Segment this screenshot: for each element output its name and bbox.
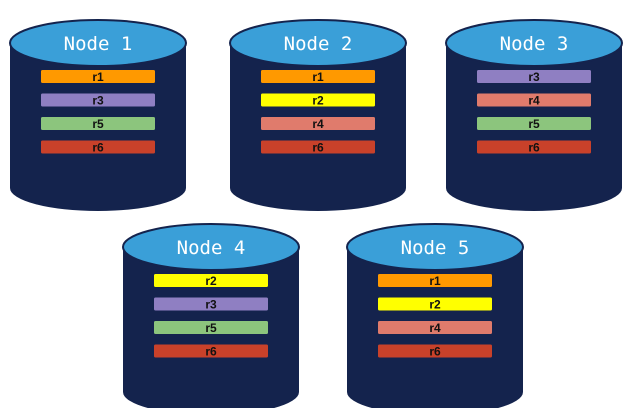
replica-bar-r5 — [477, 117, 591, 130]
replica-label: r1 — [312, 70, 324, 84]
replica-bar-r1 — [41, 70, 155, 83]
replica-bar-r2 — [261, 93, 375, 107]
replica-bar-r6 — [378, 344, 492, 358]
node-title: Node 4 — [177, 237, 246, 259]
replica-bar-r3 — [154, 297, 268, 311]
replica-label: r5 — [205, 321, 217, 335]
replica-bar-r6 — [477, 140, 591, 154]
replica-label: r4 — [528, 94, 540, 108]
replica-label: r6 — [312, 141, 324, 155]
replica-bar-r5 — [41, 117, 155, 130]
node-4-cylinder: Node 4 r2 r3 r5 r6 — [122, 223, 300, 408]
replica-bar-r1 — [261, 70, 375, 83]
cylinder-top — [122, 223, 300, 271]
replica-label: r5 — [528, 117, 540, 131]
replica-bar-r6 — [261, 140, 375, 154]
replica-label: r6 — [429, 345, 441, 359]
replica-bar-r1 — [378, 274, 492, 287]
node-2-cylinder: Node 2 r1 r2 r4 r6 — [229, 19, 407, 211]
replica-label: r4 — [429, 321, 441, 335]
replica-bar-r6 — [41, 140, 155, 154]
replica-label: r1 — [429, 274, 441, 288]
replica-bar-r4 — [477, 93, 591, 107]
replica-bar-r3 — [477, 70, 591, 83]
node-1-cylinder: Node 1 r1 r3 r5 r6 — [9, 19, 187, 211]
replica-label: r4 — [312, 117, 324, 131]
replica-bar-r3 — [41, 93, 155, 107]
replica-bar-r4 — [261, 117, 375, 130]
replica-label: r6 — [205, 345, 217, 359]
replica-label: r3 — [205, 298, 217, 312]
replica-bar-r4 — [378, 321, 492, 334]
node-title: Node 2 — [284, 33, 353, 55]
cylinder-top — [346, 223, 524, 271]
replica-bar-r5 — [154, 321, 268, 334]
node-title: Node 5 — [401, 237, 470, 259]
cylinder-top — [9, 19, 187, 67]
replica-bar-r6 — [154, 344, 268, 358]
cylinder-top — [229, 19, 407, 67]
replica-label: r3 — [92, 94, 104, 108]
node-title: Node 1 — [64, 33, 133, 55]
node-title: Node 3 — [500, 33, 569, 55]
replica-label: r6 — [528, 141, 540, 155]
replica-label: r5 — [92, 117, 104, 131]
node-5-cylinder: Node 5 r1 r2 r4 r6 — [346, 223, 524, 408]
replica-label: r2 — [205, 274, 217, 288]
replica-label: r2 — [312, 94, 324, 108]
replica-label: r2 — [429, 298, 441, 312]
replica-label: r6 — [92, 141, 104, 155]
cylinder-top — [445, 19, 623, 67]
replica-label: r3 — [528, 70, 540, 84]
replica-bar-r2 — [154, 274, 268, 287]
replica-bar-r2 — [378, 297, 492, 311]
replica-label: r1 — [92, 70, 104, 84]
node-3-cylinder: Node 3 r3 r4 r5 r6 — [445, 19, 623, 211]
